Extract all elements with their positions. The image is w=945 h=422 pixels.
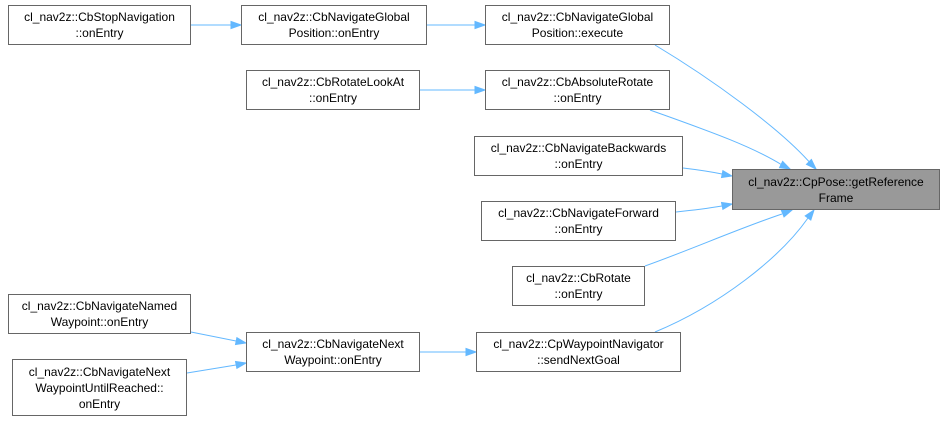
node-cbrotate-onentry[interactable]: cl_nav2z::CbRotate ::onEntry — [512, 266, 645, 306]
node-cbnavigatebackwards-onentry[interactable]: cl_nav2z::CbNavigateBackwards ::onEntry — [474, 136, 683, 176]
node-cpwaypointnavigator-sendnextgoal[interactable]: cl_nav2z::CpWaypointNavigator ::sendNext… — [476, 332, 681, 372]
node-line: ::onEntry — [554, 157, 603, 171]
node-line: Position::execute — [531, 26, 624, 40]
edge-arrowhead — [805, 158, 818, 171]
edge-line — [682, 167, 723, 175]
node-line: cl_nav2z::CbNavigateNext — [28, 364, 171, 379]
node-line: ::sendNextGoal — [537, 353, 620, 367]
node-line: cl_nav2z::CbRotate — [526, 271, 631, 285]
node-cbnavigatenamedwaypoint-onentry[interactable]: cl_nav2z::CbNavigateNamed Waypoint::onEn… — [8, 294, 191, 334]
edge-line — [675, 205, 723, 213]
edge-arrowhead — [230, 20, 243, 30]
node-line: Position::onEntry — [288, 26, 380, 40]
edge-line — [649, 109, 783, 166]
node-line: cl_nav2z::CbNavigateGlobal — [501, 10, 654, 24]
node-line: WaypointUntilReached:: — [35, 380, 164, 395]
node-line: cl_nav2z::CbNavigateBackwards — [490, 141, 667, 155]
node-cbnavigateglobalposition-execute[interactable]: cl_nav2z::CbNavigateGlobal Position::exe… — [485, 5, 670, 45]
edge-arrowhead — [474, 20, 487, 30]
node-cbstopnavigation-onentry[interactable]: cl_nav2z::CbStopNavigation ::onEntry — [8, 5, 191, 45]
edge-arrowhead — [234, 336, 248, 346]
edge-arrowhead — [465, 347, 478, 357]
node-line: cl_nav2z::CbRotateLookAt — [261, 75, 405, 89]
node-line: cl_nav2z::CbNavigateForward — [498, 206, 659, 220]
node-line: cl_nav2z::CpPose::getReference — [748, 174, 924, 189]
node-line: ::onEntry — [554, 222, 603, 236]
edge-arrowhead — [720, 201, 734, 211]
edge-arrowhead — [234, 360, 248, 370]
node-line: cl_nav2z::CbNavigateNext — [262, 337, 404, 351]
node-cbnavigatenextwaypointuntilreached-onentry[interactable]: cl_nav2z::CbNavigateNext WaypointUntilRe… — [12, 359, 187, 416]
node-cbnavigateforward-onentry[interactable]: cl_nav2z::CbNavigateForward ::onEntry — [481, 201, 676, 241]
node-line: cl_nav2z::CbAbsoluteRotate — [501, 75, 654, 89]
edge-arrowhead — [720, 169, 734, 179]
node-line: Waypoint::onEntry — [284, 353, 382, 367]
node-line: onEntry — [78, 396, 121, 411]
node-line: cl_nav2z::CbStopNavigation — [24, 10, 175, 24]
node-cppose-getreferenceframe: cl_nav2z::CpPose::getReference Frame — [732, 169, 940, 210]
node-line: ::onEntry — [553, 91, 602, 105]
edge-arrowhead — [778, 160, 792, 170]
node-cbnavigatenextwaypoint-onentry[interactable]: cl_nav2z::CbNavigateNext Waypoint::onEnt… — [246, 332, 420, 372]
edge-arrowhead — [474, 85, 487, 95]
node-line: ::onEntry — [75, 26, 124, 40]
node-line: cl_nav2z::CpWaypointNavigator — [493, 337, 664, 351]
edge-line — [654, 217, 809, 333]
node-cbabsoluterotate-onentry[interactable]: cl_nav2z::CbAbsoluteRotate ::onEntry — [485, 70, 670, 110]
node-line: ::onEntry — [308, 91, 358, 105]
node-cbnavigateglobalposition-onentry[interactable]: cl_nav2z::CbNavigateGlobal Position::onE… — [241, 5, 427, 45]
edge-line — [186, 364, 237, 374]
edge-arrowhead — [804, 208, 815, 221]
node-line: cl_nav2z::CbNavigateNamed — [21, 299, 178, 313]
edge-line — [644, 213, 783, 267]
node-cbrotatelookat-onentry[interactable]: cl_nav2z::CbRotateLookAt ::onEntry — [246, 70, 420, 110]
node-line: ::onEntry — [554, 287, 603, 301]
node-line: Waypoint::onEntry — [50, 315, 149, 329]
edge-arrowhead — [780, 209, 794, 218]
edge-line — [190, 331, 237, 342]
node-line: Frame — [818, 190, 854, 205]
edge-line — [654, 44, 813, 166]
node-line: cl_nav2z::CbNavigateGlobal — [258, 10, 410, 24]
